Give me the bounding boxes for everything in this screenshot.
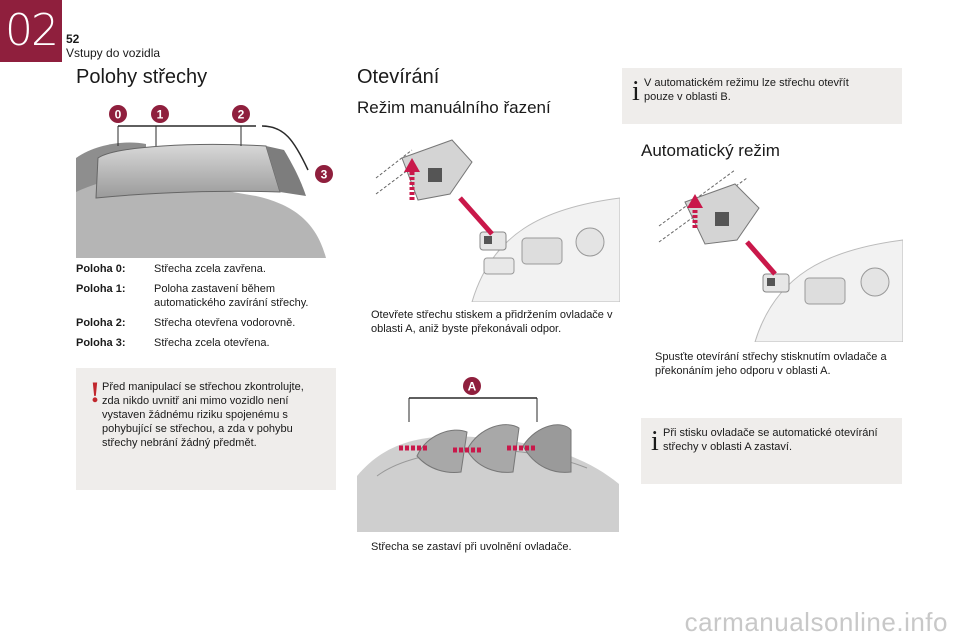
position-marker-2: 2 xyxy=(232,105,250,123)
position-marker-3: 3 xyxy=(315,165,333,183)
area-marker-a: A xyxy=(463,377,481,395)
bullet-marker xyxy=(641,350,655,378)
automatic-mode-title: Automatický režim xyxy=(641,141,780,160)
roof-control-automatic-illustration xyxy=(658,170,903,342)
roof-positions-illustration: 0 1 2 3 xyxy=(76,105,333,258)
info-text: V automatickém režimu lze střechu otevří… xyxy=(644,77,849,103)
position-key: Poloha 0: xyxy=(76,263,126,275)
info-text: Při stisku ovladače se automatické oteví… xyxy=(663,427,878,453)
watermark: carmanualsonline.info xyxy=(684,607,948,637)
position-row: Poloha 3: Střecha zcela otevřena. xyxy=(76,336,324,350)
position-key: Poloha 1: xyxy=(76,283,126,295)
manual-step-text: Otevřete střechu stiskem a přidržením ov… xyxy=(371,309,613,335)
svg-text:2: 2 xyxy=(238,108,245,122)
roof-control-manual-illustration xyxy=(372,138,620,302)
auto-step-open: Spusťte otevírání střechy stisknutím ovl… xyxy=(641,350,903,378)
manual-step-text: Střecha se zastaví při uvolnění ovladače… xyxy=(371,541,572,553)
position-value: Poloha zastavení během automatického zav… xyxy=(154,283,309,309)
opening-title: Otevírání xyxy=(357,66,440,88)
bullet-marker xyxy=(357,308,371,336)
svg-text:A: A xyxy=(468,380,477,394)
page-number: 52 xyxy=(66,32,80,46)
svg-text:0: 0 xyxy=(115,108,122,122)
chapter-number: 02 xyxy=(0,0,62,62)
info-note-auto-area: i V automatickém režimu lze střechu otev… xyxy=(622,68,902,124)
position-value: Střecha zcela otevřena. xyxy=(154,337,270,349)
warning-text: Před manipulací se střechou zkontrolujte… xyxy=(102,381,304,449)
manual-step-open: Otevřete střechu stiskem a přidržením ov… xyxy=(357,308,619,336)
position-row: Poloha 1: Poloha zastavení během automat… xyxy=(76,282,324,310)
roof-positions-title: Polohy střechy xyxy=(76,66,208,88)
position-marker-1: 1 xyxy=(151,105,169,123)
svg-text:3: 3 xyxy=(321,168,328,182)
roof-opening-sequence-illustration: A xyxy=(357,377,619,532)
info-icon: i xyxy=(651,426,659,457)
position-key: Poloha 3: xyxy=(76,337,126,349)
info-icon: i xyxy=(632,76,640,107)
section-name: Vstupy do vozidla xyxy=(66,46,161,60)
warning-note: ! Před manipulací se střechou zkontroluj… xyxy=(76,368,336,490)
manual-mode-title: Režim manuálního řazení xyxy=(357,98,551,117)
warning-icon: ! xyxy=(90,376,100,409)
bullet-marker xyxy=(357,540,371,554)
position-marker-0: 0 xyxy=(109,105,127,123)
auto-step-text: Spusťte otevírání střechy stisknutím ovl… xyxy=(655,351,887,377)
svg-text:1: 1 xyxy=(157,108,164,122)
position-value: Střecha otevřena vodorovně. xyxy=(154,317,296,329)
manual-step-stop: Střecha se zastaví při uvolnění ovladače… xyxy=(357,540,619,554)
info-note-auto-stop: i Při stisku ovladače se automatické ote… xyxy=(641,418,902,484)
roof-positions-list: Poloha 0: Střecha zcela zavřena. Poloha … xyxy=(76,262,324,356)
position-row: Poloha 2: Střecha otevřena vodorovně. xyxy=(76,316,324,330)
position-value: Střecha zcela zavřena. xyxy=(154,263,266,275)
position-key: Poloha 2: xyxy=(76,317,126,329)
position-row: Poloha 0: Střecha zcela zavřena. xyxy=(76,262,324,276)
